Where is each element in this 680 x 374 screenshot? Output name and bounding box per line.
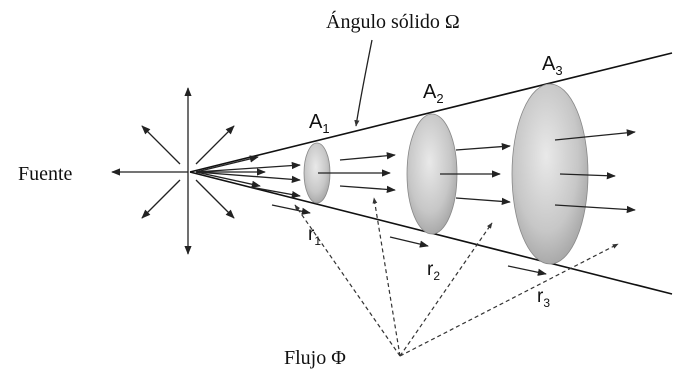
r-direction-arrows	[271, 204, 547, 276]
flux-dashed-lines	[294, 197, 619, 357]
cone-inner-rays	[195, 155, 301, 199]
solid-angle-pointer	[354, 39, 373, 127]
cone-upper-edge	[189, 52, 673, 173]
flux-label: Flujo Φ	[284, 347, 346, 369]
a1-outgoing-arrows	[318, 152, 396, 194]
radius-r2-label: r2	[427, 259, 440, 283]
source-rays-icon	[111, 87, 235, 255]
radius-r3-label: r3	[537, 286, 550, 310]
area-a2-label: A2	[423, 81, 444, 106]
solid-angle-label: Ángulo sólido Ω	[326, 10, 460, 33]
a3-outgoing-arrows	[554, 129, 636, 214]
area-a3-ellipse	[511, 83, 589, 265]
source-label: Fuente	[18, 163, 73, 185]
radius-r1-label: r1	[308, 224, 321, 248]
area-a1-label: A1	[309, 111, 330, 136]
a2-outgoing-arrows	[440, 142, 511, 206]
area-a3-label: A3	[542, 53, 563, 78]
